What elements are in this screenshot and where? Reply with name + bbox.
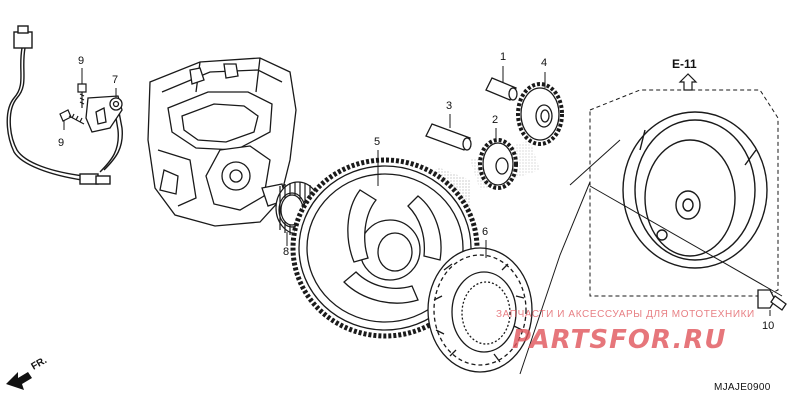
shaft-1 [485,77,518,101]
reference-arrow [678,73,698,91]
shaft-3 [425,123,472,151]
part-label-10: 10 [762,320,775,332]
part-label-5: 5 [374,136,381,148]
reduction-gear-4 [516,82,564,146]
part-label-7: 7 [112,74,119,86]
part-label-8: 8 [283,246,290,258]
crankcase [147,57,297,227]
watermark-logo: PARTSFOR.RU [512,325,727,355]
one-way-clutch [427,247,533,373]
bolt-9-upper [77,83,87,108]
watermark-tagline: ЗАПЧАСТИ И АКСЕССУАРЫ ДЛЯ МОТОТЕХНИКИ [496,309,755,320]
sensor-harness [6,25,123,185]
flywheel-group [519,89,779,375]
part-label-9-upper: 9 [78,55,85,67]
part-label-2: 2 [492,114,499,126]
reduction-gear-2 [478,138,518,190]
speed-sensor [85,95,123,133]
part-label-1: 1 [500,51,507,63]
front-direction-arrow [6,372,32,390]
leader-lines [63,66,783,316]
part-label-6: 6 [482,226,489,238]
bolt-9-lower [59,109,85,125]
part-label-3: 3 [446,100,453,112]
bolt-10 [757,289,787,311]
part-label-9-lower: 9 [58,137,65,149]
reference-label: E-11 [672,57,697,71]
diagram-code: MJAJE0900 [714,382,771,393]
part-label-4: 4 [541,57,548,69]
